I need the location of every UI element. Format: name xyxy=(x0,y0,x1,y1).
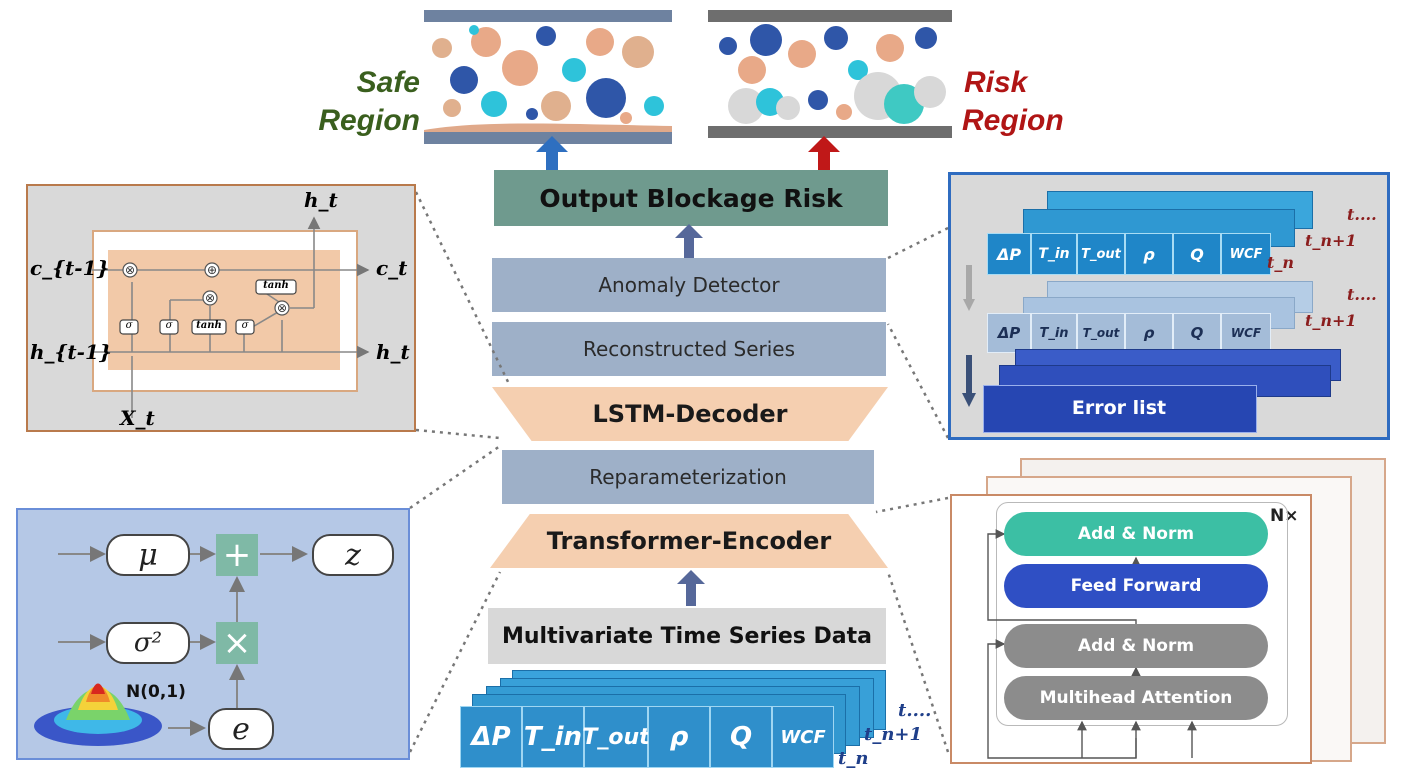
input-cell-rho: ρ xyxy=(648,706,710,768)
mu-node: μ xyxy=(106,534,190,576)
label-h-top: h_t xyxy=(304,188,338,212)
error-mid-cell-wcf: WCF xyxy=(1221,313,1271,353)
label-h-prev: h_{t-1} xyxy=(30,340,112,364)
error-top-cell-rho: ρ xyxy=(1125,233,1173,275)
error-top-cell-wcf: WCF xyxy=(1221,233,1271,275)
svg-text:⊗: ⊗ xyxy=(205,291,215,305)
risk-pipe-illustration xyxy=(708,10,952,138)
error-mid-cell-q: Q xyxy=(1173,313,1221,353)
plus-op: + xyxy=(216,534,258,576)
input-cell-wcf: WCF xyxy=(772,706,834,768)
gate-sigma-3: σ xyxy=(241,320,249,331)
down-arrow-icon xyxy=(962,265,976,407)
error-panel: ΔP T_in T_out ρ Q WCF ΔP T_in T_out ρ Q … xyxy=(948,172,1390,440)
error-mid-cell-tin: T_in xyxy=(1031,313,1077,353)
error-mid-cell-tout: T_out xyxy=(1077,313,1125,353)
input-data-label: Multivariate Time Series Data xyxy=(488,608,886,664)
gate-tanh: tanh xyxy=(196,320,222,331)
svg-text:⊗: ⊗ xyxy=(125,263,135,277)
input-cell-dp: ΔP xyxy=(460,706,522,768)
label-x-input: X_t xyxy=(120,406,155,430)
sigma-node: σ² xyxy=(106,622,190,664)
error-time-tn: t_n xyxy=(1267,253,1295,272)
time-label-tn: t_n xyxy=(838,748,869,769)
input-tensor: ΔP T_in T_out ρ Q WCF t_n t_n+1 t.... xyxy=(458,664,938,782)
safe-up-arrow-icon xyxy=(536,136,568,176)
error-mid-cell-dp: ΔP xyxy=(987,313,1031,353)
lstm-cell-panel: ⊗ ⊕ ⊗ ⊗ σ σ tanh σ tanh c_{t-1} c_t h_{t-1… xyxy=(26,184,416,432)
error-top-cell-tin: T_in xyxy=(1031,233,1077,275)
tanh-out: tanh xyxy=(263,280,289,291)
error-top-cell-tout: T_out xyxy=(1077,233,1125,275)
label-c-prev: c_{t-1} xyxy=(30,256,110,280)
safe-region-label: Safe Region xyxy=(318,66,420,137)
reconstructed-series: Reconstructed Series xyxy=(492,322,886,376)
label-h-next: h_t xyxy=(376,340,410,364)
input-cell-q: Q xyxy=(710,706,772,768)
error-time-tn1: t_n+1 xyxy=(1305,231,1357,250)
error-time-tdots-2: t.... xyxy=(1347,285,1377,304)
time-label-tn1: t_n+1 xyxy=(864,724,923,745)
error-time-tdots: t.... xyxy=(1347,205,1377,224)
reparam-arrows xyxy=(34,546,308,746)
multihead-attention: Multihead Attention xyxy=(1004,676,1268,720)
transformer-encoder: Transformer-Encoder xyxy=(490,514,888,568)
gate-sigma-1: σ xyxy=(125,320,133,331)
e-node: e xyxy=(208,708,274,750)
gate-sigma-2: σ xyxy=(165,320,173,331)
add-norm-bottom: Add & Norm xyxy=(1004,624,1268,668)
up-arrow-icon xyxy=(677,570,705,606)
normal-dist-label: N(0,1) xyxy=(126,682,186,702)
safe-pipe xyxy=(424,8,672,144)
anomaly-detector: Anomaly Detector xyxy=(492,258,886,312)
transformer-panel: N× Add & Norm Feed Forward Add & Norm Mu… xyxy=(950,494,1312,764)
error-mid-cell-rho: ρ xyxy=(1125,313,1173,353)
times-op: × xyxy=(216,622,258,664)
error-top-cell-dp: ΔP xyxy=(987,233,1031,275)
error-list-label: Error list xyxy=(1071,397,1167,419)
z-node: z xyxy=(312,534,394,576)
error-top-cell-q: Q xyxy=(1173,233,1221,275)
label-c-next: c_t xyxy=(376,256,408,280)
add-norm-top: Add & Norm xyxy=(1004,512,1268,556)
safe-pipe-illustration xyxy=(424,10,672,144)
feed-forward: Feed Forward xyxy=(1004,564,1268,608)
lstm-cell-diagram: ⊗ ⊕ ⊗ ⊗ xyxy=(92,216,370,418)
input-cell-tout: T_out xyxy=(582,706,650,768)
gaussian-surface-icon xyxy=(34,683,162,746)
error-time-tn1-2: t_n+1 xyxy=(1305,311,1357,330)
risk-region-label: Risk Region xyxy=(962,66,1064,137)
up-arrow-icon xyxy=(675,224,703,258)
time-label-tdots: t.... xyxy=(898,700,932,721)
input-cell-tin: T_in xyxy=(522,706,584,768)
reparameterization: Reparameterization xyxy=(502,450,874,504)
svg-text:⊗: ⊗ xyxy=(277,301,287,315)
reparam-panel: μ σ² z e + × N(0,1) xyxy=(16,508,410,760)
lstm-decoder: LSTM-Decoder xyxy=(492,387,888,441)
svg-text:⊕: ⊕ xyxy=(207,263,217,277)
risk-up-arrow-icon xyxy=(808,136,840,176)
output-blockage-risk: Output Blockage Risk xyxy=(494,170,888,226)
risk-pipe xyxy=(708,8,952,144)
